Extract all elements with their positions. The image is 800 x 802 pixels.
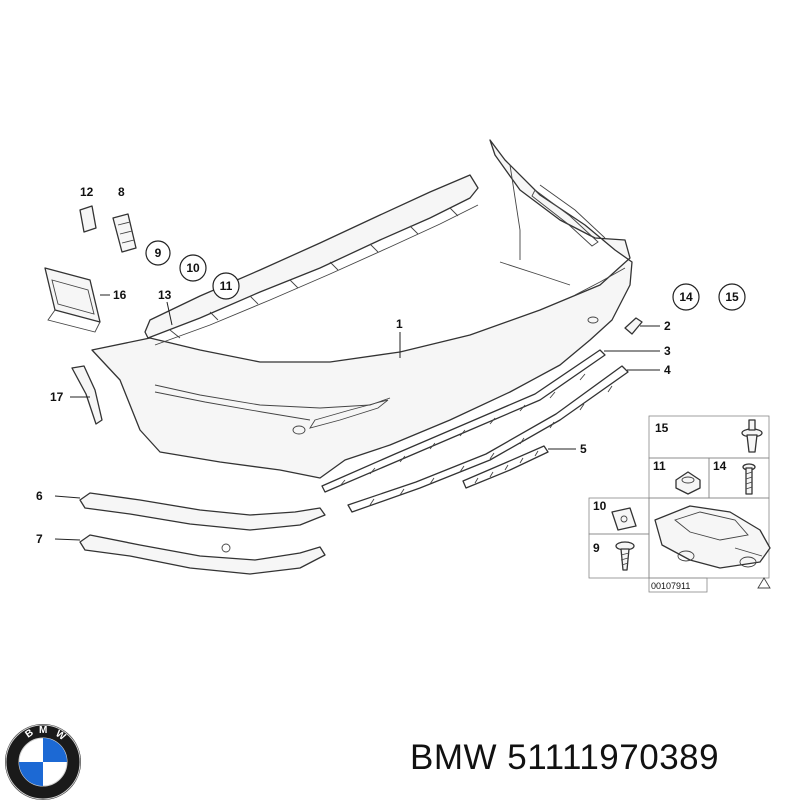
label-6: 6 (36, 489, 43, 503)
strip-3 (321, 349, 606, 493)
bmw-logo: B M W (5, 724, 81, 800)
label-13: 13 (158, 288, 172, 302)
logo-letter-m: M (39, 725, 47, 736)
label-16: 16 (113, 288, 127, 302)
label-17: 17 (50, 390, 64, 404)
label-4: 4 (664, 363, 671, 377)
legend-label-14: 14 (713, 459, 727, 473)
cap-2 (624, 317, 643, 335)
legend-label-15: 15 (655, 421, 669, 435)
screw-icon (742, 463, 756, 495)
label-1: 1 (396, 317, 403, 331)
image-code: 00107911 (651, 581, 690, 591)
clip-nut-icon (611, 507, 637, 531)
fastener-legend: 15 11 14 10 9 00107911 (588, 415, 771, 593)
circle-label-14: 14 (679, 290, 693, 304)
trim-6 (79, 492, 326, 531)
self-tapping-screw-icon (615, 541, 635, 571)
nut-icon (675, 471, 701, 495)
legend-label-9: 9 (593, 541, 600, 555)
label-2: 2 (664, 319, 671, 333)
strip-4 (347, 365, 629, 513)
bumper-cover (91, 139, 633, 479)
circle-label-11: 11 (220, 279, 233, 293)
logo-quadrant-blue-1 (43, 738, 67, 762)
clip-12 (79, 205, 97, 233)
plate-16 (44, 267, 101, 333)
leader-lines (54, 294, 660, 541)
circle-label-9: 9 (155, 246, 162, 260)
circle-label-10: 10 (186, 261, 200, 275)
circled-labels: 9 10 11 14 15 (145, 240, 746, 311)
part-number-caption: BMW 51111970389 (410, 738, 720, 777)
part-labels: 1 2 3 4 5 6 7 8 12 13 16 17 (36, 185, 671, 546)
trim-17 (71, 365, 103, 425)
strip-5 (462, 445, 549, 489)
label-12: 12 (80, 185, 94, 199)
label-3: 3 (664, 344, 671, 358)
logo-quadrant-blue-2 (19, 762, 43, 786)
label-8: 8 (118, 185, 125, 199)
trim-7 (79, 534, 326, 575)
warning-triangle-icon (757, 577, 771, 589)
push-clip-icon (741, 419, 763, 453)
car-silhouette-icon (654, 505, 771, 569)
bracket-8 (112, 213, 137, 253)
label-7: 7 (36, 532, 43, 546)
legend-label-11: 11 (653, 459, 666, 473)
legend-label-10: 10 (593, 499, 607, 513)
circle-label-15: 15 (725, 290, 739, 304)
label-5: 5 (580, 442, 587, 456)
